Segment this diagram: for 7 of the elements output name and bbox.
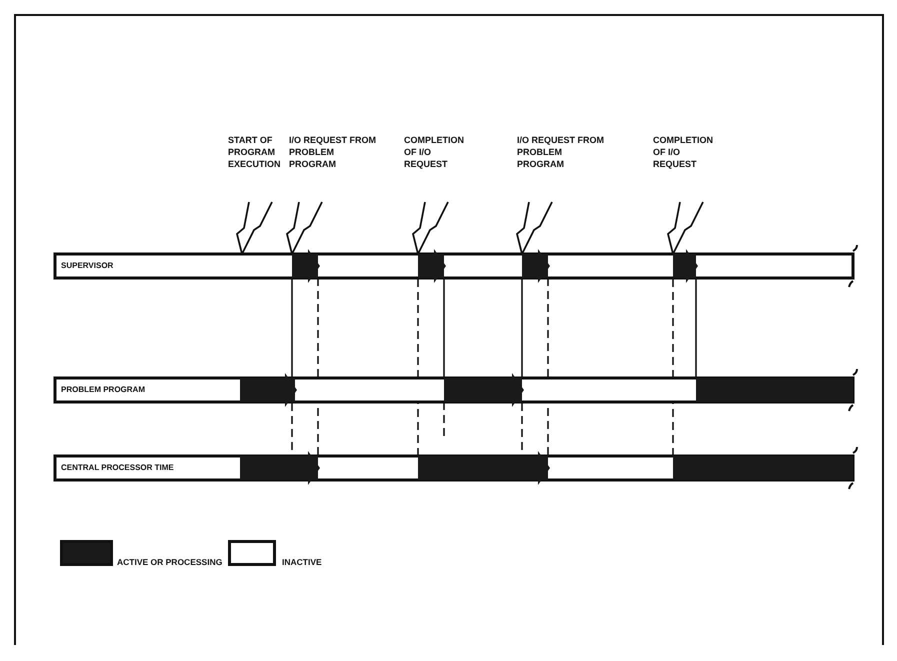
legend-label: ACTIVE OR PROCESSING [117, 557, 222, 567]
event-label: I/O REQUEST FROM PROBLEM PROGRAM [289, 134, 377, 170]
legend-label: INACTIVE [282, 557, 322, 567]
event-label: COMPLETION OF I/O REQUEST [404, 134, 465, 170]
event-label: START OF PROGRAM EXECUTION [228, 134, 282, 170]
event-label: I/O REQUEST FROM PROBLEM PROGRAM [517, 134, 605, 170]
event-label: COMPLETION OF I/O REQUEST [653, 134, 714, 170]
